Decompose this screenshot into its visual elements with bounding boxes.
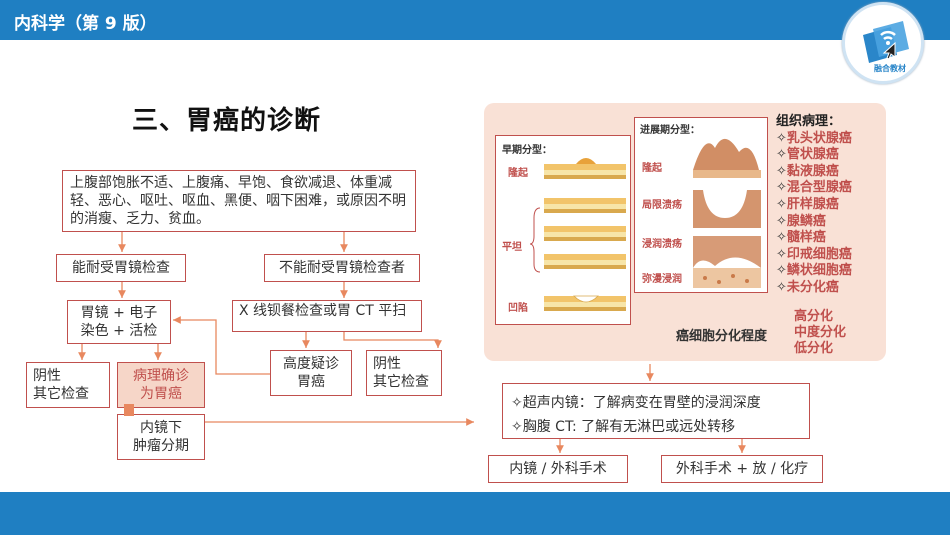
histopathology-item: 印戒细胞癌	[776, 247, 852, 264]
eus-line: 超声内镜：了解病变在胃壁的浸润深度	[511, 392, 761, 412]
endo-surgery-box: 内镜 / 外科手术	[488, 455, 628, 483]
histopathology-item: 黏液腺癌	[776, 164, 852, 181]
histopathology-item: 混合型腺癌	[776, 180, 852, 197]
connector-marker	[124, 404, 134, 416]
differentiation-label: 癌细胞分化程度	[676, 329, 768, 344]
early-flat-label: 平坦	[502, 242, 522, 253]
histopathology-item: 髓样癌	[776, 230, 852, 247]
xray-box: X 线钡餐检查或胃 CT 平扫	[232, 300, 422, 332]
histopathology-item: 乳头状腺癌	[776, 131, 852, 148]
highly-suspect-box: 高度疑诊 胃癌	[270, 350, 352, 396]
differentiation-list: 高分化 中度分化 低分化	[794, 309, 846, 357]
negative-left-box: 阴性 其它检查	[26, 362, 110, 408]
histopathology-item: 腺鳞癌	[776, 214, 852, 231]
advanced-type-elevated: 隆起	[642, 163, 662, 174]
histopathology-item: 肝样腺癌	[776, 197, 852, 214]
early-type-title: 早期分型：	[502, 145, 552, 156]
histopathology-item: 管状腺癌	[776, 147, 852, 164]
early-type-panel	[495, 135, 631, 325]
early-depressed-label: 凹陷	[508, 303, 528, 314]
early-elevated-label: 隆起	[508, 168, 528, 179]
histopathology-title: 组织病理：	[776, 114, 842, 129]
differentiation-moderate: 中度分化	[794, 325, 847, 340]
differentiation-low: 低分化	[794, 341, 834, 356]
advanced-type-panel	[634, 117, 768, 293]
advanced-type-infiltrative-ulcer: 浸润溃疡	[642, 239, 682, 250]
differentiation-high: 高分化	[794, 309, 834, 324]
ct-line: 胸腹 CT: 了解有无淋巴或远处转移	[511, 416, 735, 436]
header-bar: 内科学（第 9 版）	[0, 0, 950, 40]
advanced-type-diffuse: 弥漫浸润	[642, 274, 682, 285]
advanced-type-illustration	[693, 138, 761, 288]
symptoms-box: 上腹部饱胀不适、上腹痛、早饱、食欲减退、体重减轻、恶心、呕吐、呕血、黑便、咽下困…	[62, 170, 416, 232]
footer-bar	[0, 492, 950, 535]
advanced-type-localized-ulcer: 局限溃疡	[642, 200, 682, 211]
logo: 融合教材	[842, 2, 924, 84]
logo-graphic: 融合教材	[863, 21, 909, 73]
advanced-type-title: 进展期分型：	[640, 125, 700, 136]
book-title: 内科学（第 9 版）	[14, 14, 157, 34]
tolerate-box: 能耐受胃镜检查	[56, 254, 186, 282]
early-type-illustration	[529, 158, 626, 311]
staging-box: 超声内镜：了解病变在胃壁的浸润深度 胸腹 CT: 了解有无淋巴或远处转移	[502, 383, 810, 439]
histopathology-list: 组织病理： 乳头状腺癌 管状腺癌 黏液腺癌 混合型腺癌 肝样腺癌 腺鳞癌 髓样癌…	[776, 114, 852, 297]
histopathology-item: 鳞状细胞癌	[776, 263, 852, 280]
endo-staging-box: 内镜下 肿瘤分期	[117, 414, 205, 460]
histopathology-item: 未分化癌	[776, 280, 852, 297]
not-tolerate-box: 不能耐受胃镜检查者	[264, 254, 420, 282]
negative-right-box: 阴性 其它检查	[366, 350, 442, 396]
surgery-chemo-box: 外科手术 + 放 / 化疗	[661, 455, 823, 483]
slide-title: 三、胃癌的诊断	[132, 106, 322, 136]
gastroscopy-box: 胃镜 + 电子染色 + 活检	[67, 300, 171, 344]
gastroscopy-text: 胃镜 + 电子染色 + 活检	[80, 305, 158, 339]
logo-label: 融合教材	[874, 63, 906, 73]
pathology-confirm-box: 病理确诊 为胃癌	[117, 362, 205, 408]
